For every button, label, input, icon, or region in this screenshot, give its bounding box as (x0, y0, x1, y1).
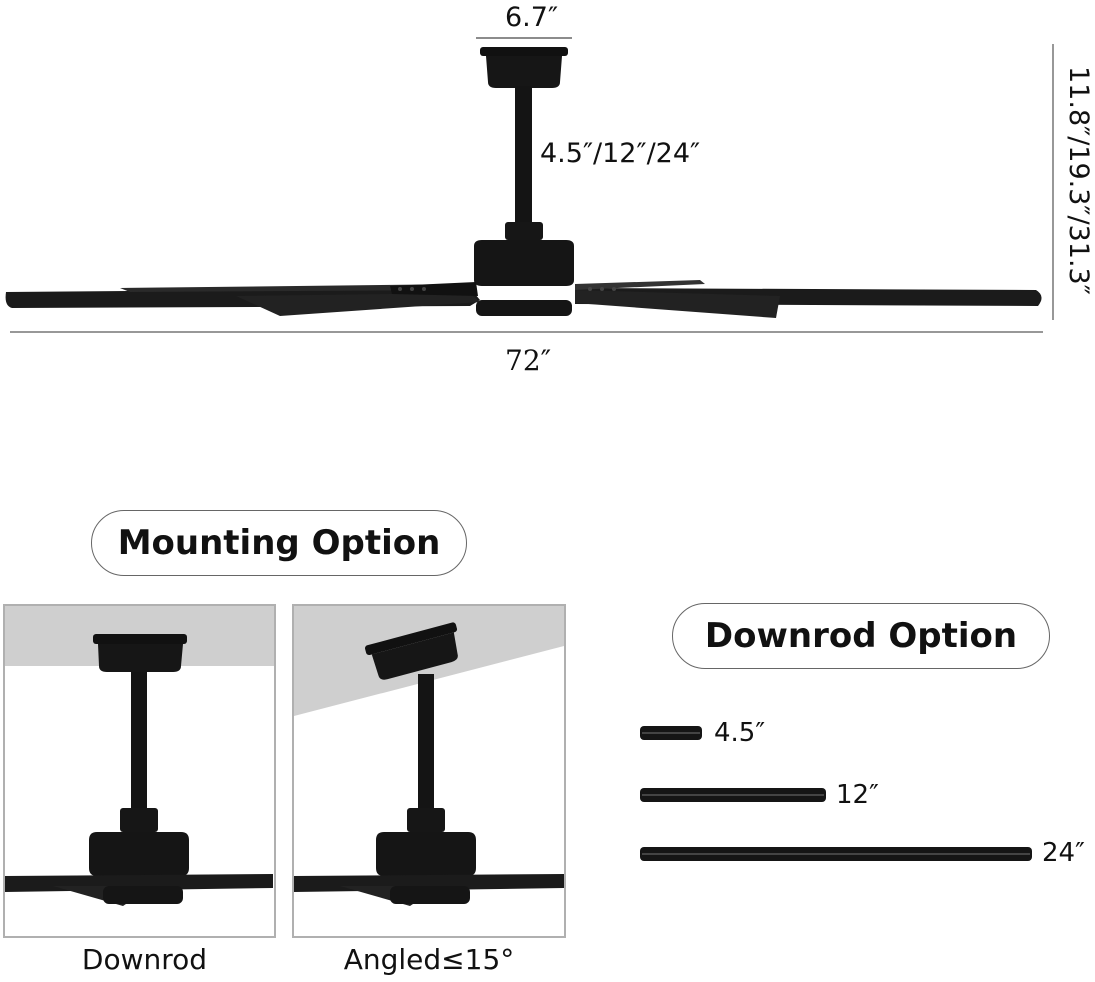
downrod-length-label: 4.5″/12″/24″ (540, 138, 701, 169)
mounting-option-title: Mounting Option (91, 510, 467, 576)
downrod-mount-fan-icon (3, 604, 276, 938)
angled-mount-fan-icon (292, 604, 566, 938)
downrod-24-label: 24″ (1042, 838, 1085, 868)
downrod-bar-icon (640, 726, 1032, 861)
span-label: 72″ (505, 344, 552, 377)
downrod-12-label: 12″ (836, 780, 879, 810)
angled-mount-caption: Angled≤15° (343, 943, 515, 976)
downrod-4-5-label: 4.5″ (714, 718, 766, 748)
downrod-mount-caption: Downrod (81, 943, 208, 976)
ceiling-fan-diagram-icon (5, 37, 1054, 333)
canopy-width-label: 6.7″ (505, 2, 559, 33)
downrod-option-title: Downrod Option (672, 603, 1050, 669)
height-label: 11.8″/19.3″/31.3″ (1063, 66, 1094, 295)
